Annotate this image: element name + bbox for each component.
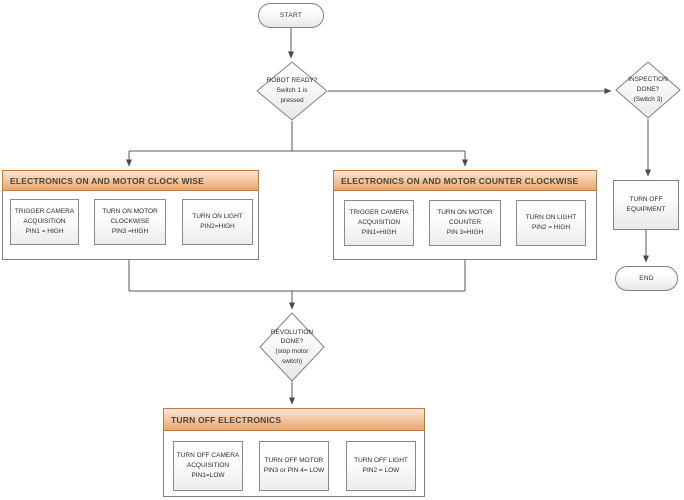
start-terminator: START bbox=[258, 3, 324, 28]
off-step-camera: TURN OFF CAMERA ACQUISITION PIN1=LOW bbox=[173, 441, 243, 491]
revolution-decision-diamond bbox=[259, 312, 325, 382]
cw-step-light: TURN ON LIGHT PIN2=HIGH bbox=[182, 199, 253, 245]
cw-group-container: ELECTRONICS ON AND MOTOR CLOCK WISE TRIG… bbox=[2, 170, 259, 260]
ccw-group-title: ELECTRONICS ON AND MOTOR COUNTER CLOCKWI… bbox=[341, 175, 579, 186]
cw-step-motor: TURN ON MOTOR CLOCKWISE PIN3 =HIGH bbox=[94, 199, 166, 245]
ccw-step-light: TURN ON LIGHT PIN2 = HIGH bbox=[516, 200, 586, 246]
ccw-step-camera-label: TRIGGER CAMERA ACQUISITION PIN1=HIGH bbox=[349, 209, 409, 236]
ccw-step-motor-label: TURN ON MOTOR COUNTER PIN 3=HIGH bbox=[437, 209, 493, 236]
turn-off-equipment-label: TURN OFF EQUIPMENT bbox=[626, 196, 666, 213]
ccw-group-header: ELECTRONICS ON AND MOTOR COUNTER CLOCKWI… bbox=[333, 170, 597, 191]
edge-merge-trunk bbox=[128, 260, 466, 292]
start-label: START bbox=[279, 11, 303, 19]
edge-ready-branch-trunk bbox=[129, 121, 465, 152]
off-step-light: TURN OFF LIGHT PIN2 = LOW bbox=[346, 441, 416, 491]
off-step-motor: TURN OFF MOTOR PIN3 or PIN 4= LOW bbox=[259, 441, 329, 491]
cw-group-title: ELECTRONICS ON AND MOTOR CLOCK WISE bbox=[10, 175, 204, 186]
off-step-motor-label: TURN OFF MOTOR PIN3 or PIN 4= LOW bbox=[263, 457, 325, 474]
inspection-decision-diamond bbox=[615, 61, 681, 119]
cw-group-header: ELECTRONICS ON AND MOTOR CLOCK WISE bbox=[2, 170, 259, 191]
off-group-container: TURN OFF ELECTRONICS TURN OFF CAMERA ACQ… bbox=[163, 408, 425, 497]
end-terminator: END bbox=[615, 266, 678, 291]
ccw-step-light-label: TURN ON LIGHT PIN2 = HIGH bbox=[525, 214, 577, 231]
cw-step-camera-label: TRIGGER CAMERA ACQUISITION PIN1 = HIGH bbox=[14, 208, 75, 235]
ready-decision-diamond bbox=[256, 61, 328, 121]
end-label: END bbox=[639, 274, 654, 282]
off-step-light-label: TURN OFF LIGHT PIN2 = LOW bbox=[354, 457, 408, 474]
off-group-title: TURN OFF ELECTRONICS bbox=[171, 414, 282, 425]
cw-step-light-label: TURN ON LIGHT PIN2=HIGH bbox=[192, 213, 243, 230]
off-group-header: TURN OFF ELECTRONICS bbox=[163, 408, 425, 431]
ccw-step-camera: TRIGGER CAMERA ACQUISITION PIN1=HIGH bbox=[344, 200, 414, 246]
off-step-camera-label: TURN OFF CAMERA ACQUISITION PIN1=LOW bbox=[176, 452, 240, 479]
cw-step-camera: TRIGGER CAMERA ACQUISITION PIN1 = HIGH bbox=[10, 199, 79, 245]
cw-step-motor-label: TURN ON MOTOR CLOCKWISE PIN3 =HIGH bbox=[102, 208, 158, 235]
ccw-step-motor: TURN ON MOTOR COUNTER PIN 3=HIGH bbox=[429, 200, 501, 246]
turn-off-equipment-box: TURN OFF EQUIPMENT bbox=[613, 180, 679, 230]
ccw-group-container: ELECTRONICS ON AND MOTOR COUNTER CLOCKWI… bbox=[333, 170, 597, 260]
